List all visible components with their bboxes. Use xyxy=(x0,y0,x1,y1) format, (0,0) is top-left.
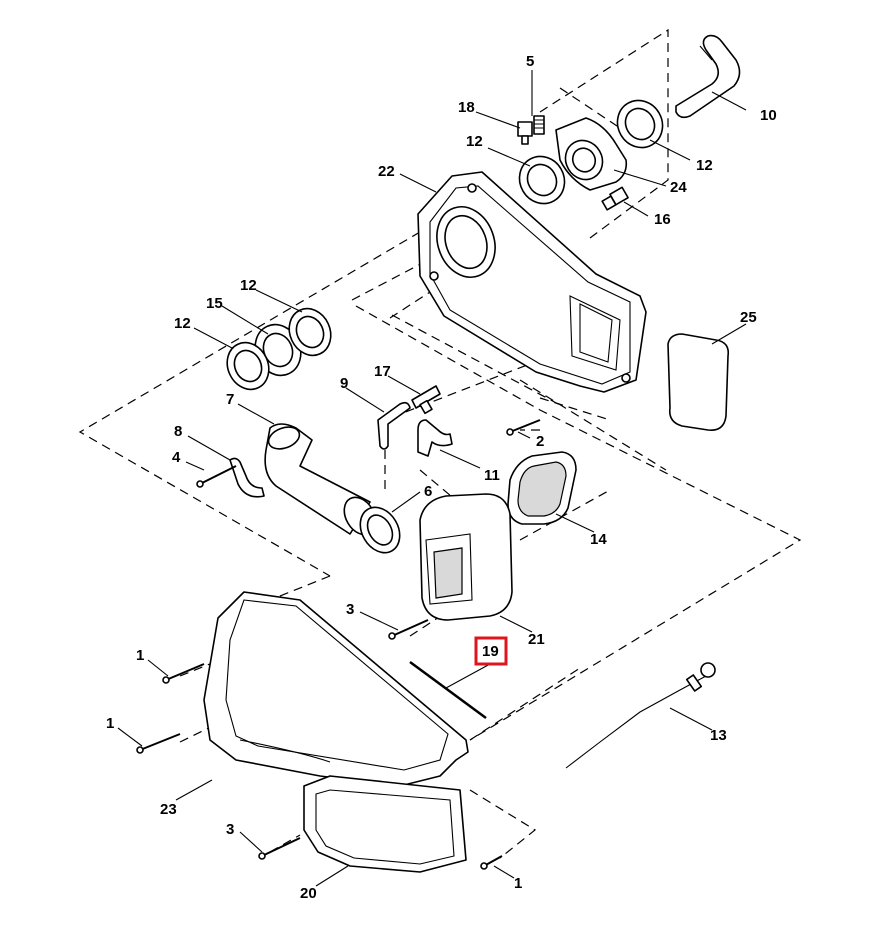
part-1-screw-a xyxy=(162,663,205,684)
part-12-gasket-mid-right xyxy=(288,307,332,357)
part-8-clamp xyxy=(229,457,265,498)
part-3-screw-low xyxy=(258,837,301,860)
part-9-hose xyxy=(377,401,411,450)
part-20-lower-bracket xyxy=(303,775,467,873)
leader-lines xyxy=(117,70,747,887)
callout-8: 8 xyxy=(174,423,182,440)
part-7-intake-tube xyxy=(264,423,377,536)
callout-3-low: 3 xyxy=(226,821,234,838)
highlight-box-19 xyxy=(474,636,508,666)
part-4-screw xyxy=(196,465,237,488)
part-22-backplate xyxy=(417,171,647,393)
callout-12-top-right: 12 xyxy=(696,157,713,174)
part-13-cable xyxy=(565,662,716,769)
callout-labels: 5 18 12 10 12 24 16 22 25 12 15 12 17 9 … xyxy=(106,53,777,902)
callout-10: 10 xyxy=(760,107,777,124)
part-1-screw-c xyxy=(480,855,503,870)
part-18-elbow xyxy=(517,121,533,145)
part-2-screw xyxy=(506,419,541,436)
callout-3-mid: 3 xyxy=(346,601,354,618)
part-19-strip xyxy=(409,660,487,720)
callout-12-mid-left: 12 xyxy=(174,315,191,332)
callout-15: 15 xyxy=(206,295,223,312)
callout-20: 20 xyxy=(300,885,317,902)
callout-12-top-left: 12 xyxy=(466,133,483,150)
part-17-tee-fitting xyxy=(411,385,441,415)
part-12-gasket-upper-right xyxy=(616,99,664,149)
callout-14: 14 xyxy=(590,531,607,548)
callout-2: 2 xyxy=(536,433,544,450)
callout-24: 24 xyxy=(670,179,687,196)
part-12-gasket-upper xyxy=(518,155,566,205)
callout-1-upper: 1 xyxy=(136,647,144,664)
callout-7: 7 xyxy=(226,391,234,408)
callout-25: 25 xyxy=(740,309,757,326)
callout-6: 6 xyxy=(424,483,432,500)
callout-9: 9 xyxy=(340,375,348,392)
part-6-seal-ring xyxy=(359,506,401,554)
callout-1-lower: 1 xyxy=(514,875,522,892)
callout-19: 19 xyxy=(482,643,499,660)
callout-1-middle: 1 xyxy=(106,715,114,732)
callout-18: 18 xyxy=(458,99,475,116)
callout-22: 22 xyxy=(378,163,395,180)
part-24-breather-assembly xyxy=(555,117,628,191)
part-23-cover xyxy=(203,591,469,787)
callout-5: 5 xyxy=(526,53,534,70)
callout-12-mid-top: 12 xyxy=(240,277,257,294)
callout-13: 13 xyxy=(710,727,727,744)
part-25-gasket xyxy=(667,333,730,432)
part-11-hose xyxy=(417,419,453,457)
part-14-filter-element xyxy=(507,451,577,525)
part-12-gasket-mid-left xyxy=(226,341,270,391)
part-5-fitting xyxy=(533,115,545,135)
part-3-screw-mid xyxy=(388,619,429,640)
callout-11: 11 xyxy=(484,467,500,484)
part-21-filter-housing xyxy=(419,493,513,621)
callout-21: 21 xyxy=(528,631,545,648)
part-1-screw-b xyxy=(136,733,181,754)
callout-17: 17 xyxy=(374,363,391,380)
callout-16: 16 xyxy=(654,211,671,228)
callout-4: 4 xyxy=(172,449,181,466)
part-16-valve xyxy=(601,186,629,211)
part-10-breather-hose xyxy=(675,34,741,119)
callout-23: 23 xyxy=(160,801,177,818)
